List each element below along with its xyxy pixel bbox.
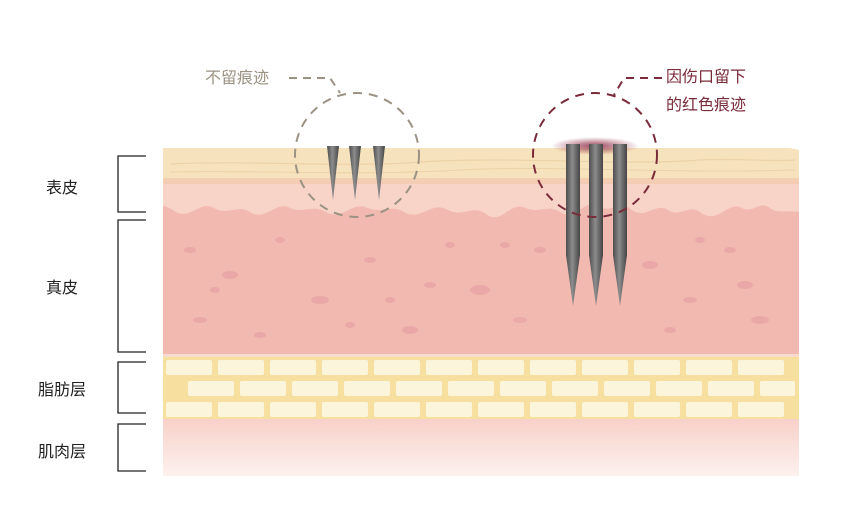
- dermis-cell: [500, 242, 510, 248]
- fat-cell: [582, 402, 628, 417]
- fat-cell: [396, 381, 442, 396]
- dermis-cell: [184, 247, 196, 253]
- fat-cell: [218, 360, 264, 375]
- long-needles-leader-line: [613, 77, 662, 96]
- dermis-cell: [683, 297, 697, 303]
- dermis-cell: [222, 271, 238, 279]
- dermis-cell: [642, 261, 658, 269]
- layer-label-epidermis: 表皮: [46, 178, 79, 197]
- dermis-cell: [664, 327, 676, 333]
- dermis-cell: [445, 242, 455, 248]
- fat-cell: [478, 360, 524, 375]
- fat-cell: [374, 402, 420, 417]
- dermis-cell: [470, 285, 490, 295]
- layer-brackets: [117, 155, 146, 472]
- fat-cell: [738, 360, 784, 375]
- annotation-red-mark-line1: 因伤口留下: [666, 67, 747, 86]
- dermis-cell: [695, 237, 705, 243]
- dermis-cell: [737, 281, 753, 289]
- fat-cell: [166, 360, 212, 375]
- dermis-cell: [385, 297, 395, 303]
- dermis-cell: [364, 257, 376, 263]
- dermis-cell: [275, 237, 285, 243]
- fat-layer: [163, 355, 799, 419]
- fat-cell: [478, 402, 524, 417]
- fat-cell: [530, 402, 576, 417]
- fat-cell: [500, 381, 546, 396]
- epidermis-dermis-junction: [163, 180, 799, 218]
- fat-cell: [426, 402, 472, 417]
- dermis-cell: [210, 287, 220, 293]
- fat-cell: [686, 360, 732, 375]
- fat-cell: [634, 360, 680, 375]
- fat-cell: [708, 381, 754, 396]
- fat-cell: [634, 402, 680, 417]
- fat-cell: [738, 402, 784, 417]
- dermis-cell: [724, 247, 736, 253]
- fat-cell: [552, 381, 598, 396]
- fat-cell: [240, 381, 286, 396]
- fat-cell: [322, 360, 368, 375]
- annotation-red-mark-line2: 的红色痕迹: [666, 95, 747, 114]
- fat-cell: [760, 381, 795, 396]
- long-needles: [566, 144, 627, 306]
- fat-cell: [218, 402, 264, 417]
- dermis-cell: [193, 317, 207, 323]
- dermis-cell: [345, 322, 355, 328]
- fat-cell: [448, 381, 494, 396]
- dermis-cell: [513, 317, 527, 323]
- epidermis-layer: [163, 148, 799, 184]
- annotation-no-trace: 不留痕迹: [205, 68, 270, 87]
- layer-label-muscle: 肌肉层: [38, 442, 87, 461]
- dermis-cell: [424, 282, 436, 288]
- fat-cell: [344, 381, 390, 396]
- fat-cell: [686, 402, 732, 417]
- short-needles-leader-line: [289, 77, 341, 94]
- fat-cell: [292, 381, 338, 396]
- fat-cell: [188, 381, 234, 396]
- fat-cell: [604, 381, 650, 396]
- fat-cell: [374, 360, 420, 375]
- layer-label-fat: 脂肪层: [38, 380, 87, 399]
- fat-cell: [270, 360, 316, 375]
- dermis-cell: [751, 316, 769, 324]
- long-needles-highlight-circle: [532, 92, 658, 218]
- fat-cell: [656, 381, 702, 396]
- fat-cell: [270, 402, 316, 417]
- muscle-layer: [163, 418, 799, 476]
- short-needles-highlight-circle: [294, 92, 420, 218]
- dermis-cell: [311, 296, 329, 304]
- short-needles: [327, 146, 385, 200]
- dermis-cell: [254, 332, 266, 338]
- fat-cell: [426, 360, 472, 375]
- fat-cell: [582, 360, 628, 375]
- fat-cell: [166, 402, 212, 417]
- dermis-cell: [534, 247, 546, 253]
- fat-cell: [530, 360, 576, 375]
- dermis-cell: [402, 326, 418, 334]
- fat-cell: [322, 402, 368, 417]
- layer-label-dermis: 真皮: [46, 278, 79, 297]
